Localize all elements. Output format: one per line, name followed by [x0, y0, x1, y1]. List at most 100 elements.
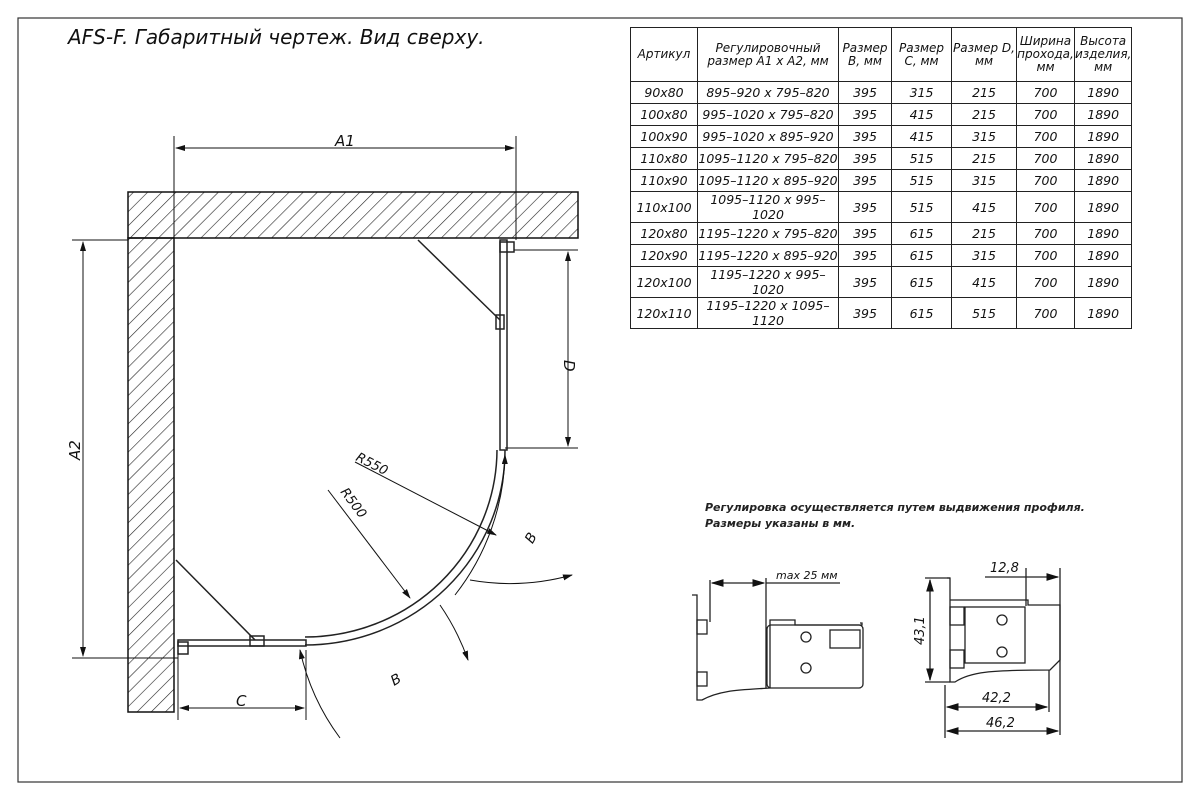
col-header: Размер D, мм: [951, 27, 1017, 82]
table-cell: 1095–1120 x 795–820: [697, 147, 839, 170]
table-cell: 1890: [1073, 191, 1133, 223]
table-cell: 700: [1016, 266, 1075, 298]
col-header: Регулировочный размер A1 x A2, мм: [697, 27, 839, 82]
dim-43-1-label: 43,1: [913, 616, 928, 645]
table-cell: 515: [951, 297, 1017, 329]
radius-550-label: R550: [353, 450, 390, 479]
table-cell: 110x100: [630, 191, 698, 223]
table-cell: 110x90: [630, 169, 698, 192]
table-cell: 215: [951, 81, 1017, 104]
table-cell: 315: [951, 169, 1017, 192]
table-cell: 515: [891, 147, 952, 170]
table-cell: 1890: [1073, 266, 1133, 298]
table-cell: 415: [891, 125, 952, 148]
col-header: Артикул: [630, 27, 698, 82]
dim-a2-label: A2: [66, 440, 84, 461]
sheet-frame: [17, 17, 1183, 783]
dim-b-label-right: B: [522, 530, 541, 546]
table-cell: 700: [1016, 103, 1075, 126]
table-cell: 110x80: [630, 147, 698, 170]
dim-46-2-label: 46,2: [986, 716, 1015, 731]
dim-b-label-bottom: B: [388, 671, 404, 690]
table-cell: 1890: [1073, 297, 1133, 329]
table-cell: 100x80: [630, 103, 698, 126]
sizes-table: Артикул Регулировочный размер A1 x A2, м…: [630, 27, 1133, 329]
table-cell: 1890: [1073, 125, 1133, 148]
table-cell: 395: [838, 125, 892, 148]
table-cell: 395: [838, 147, 892, 170]
dim-a1-label: A1: [334, 132, 355, 150]
drawing-title: AFS-F. Габаритный чертеж. Вид сверху.: [66, 25, 485, 49]
table-cell: 120x110: [630, 297, 698, 329]
table-cell: 515: [891, 169, 952, 192]
shower-enclosure: [175, 239, 515, 655]
table-cell: 1195–1220 x 1095–1120: [697, 297, 839, 329]
table-cell: 120x90: [630, 244, 698, 267]
table-cell: 700: [1016, 169, 1075, 192]
table-cell: 120x100: [630, 266, 698, 298]
table-cell: 315: [891, 81, 952, 104]
table-cell: 215: [951, 147, 1017, 170]
table-cell: 415: [951, 266, 1017, 298]
dim-42-2-label: 42,2: [982, 691, 1011, 706]
dimensions: [72, 136, 578, 739]
table-cell: 395: [838, 244, 892, 267]
table-cell: 120x80: [630, 222, 698, 245]
table-cell: 1195–1220 x 795–820: [697, 222, 839, 245]
table-cell: 1890: [1073, 147, 1133, 170]
table-cell: 1890: [1073, 222, 1133, 245]
table-header-row: Артикул Регулировочный размер A1 x A2, м…: [630, 27, 1133, 82]
dim-d-label: D: [560, 360, 578, 372]
notes: Регулировка осуществляется путем выдвиже…: [705, 500, 1085, 532]
table-cell: 1890: [1073, 103, 1133, 126]
table-cell: 1095–1120 x 995–1020: [697, 191, 839, 223]
table-cell: 895–920 x 795–820: [697, 81, 839, 104]
note-line: Регулировка осуществляется путем выдвиже…: [705, 501, 1085, 514]
col-header: Размер B, мм: [838, 27, 892, 82]
col-header: Ширина прохода, мм: [1016, 27, 1075, 82]
table-cell: 700: [1016, 244, 1075, 267]
table-cell: 215: [951, 222, 1017, 245]
table-cell: 995–1020 x 795–820: [697, 103, 839, 126]
table-cell: 995–1020 x 895–920: [697, 125, 839, 148]
table-cell: 700: [1016, 81, 1075, 104]
table-cell: 700: [1016, 191, 1075, 223]
profile-section-left: [692, 578, 864, 701]
table-cell: 615: [891, 266, 952, 298]
table-cell: 395: [838, 297, 892, 329]
table-cell: 700: [1016, 222, 1075, 245]
radius-500-label: R500: [337, 485, 369, 521]
table-cell: 700: [1016, 147, 1075, 170]
table-cell: 1890: [1073, 169, 1133, 192]
table-cell: 395: [838, 266, 892, 298]
table-cell: 515: [891, 191, 952, 223]
table-cell: 395: [838, 222, 892, 245]
table-cell: 615: [891, 297, 952, 329]
table-cell: 700: [1016, 125, 1075, 148]
table-cell: 315: [951, 125, 1017, 148]
table-cell: 315: [951, 244, 1017, 267]
col-header: Высота изделия, мм: [1073, 27, 1133, 82]
dim-c-label: C: [236, 692, 247, 710]
table-cell: 395: [838, 169, 892, 192]
table-cell: 90x80: [630, 81, 698, 104]
dim-12-8-label: 12,8: [990, 561, 1019, 576]
table-cell: 1890: [1073, 244, 1133, 267]
table-cell: 415: [891, 103, 952, 126]
max-25-label: max 25 мм: [776, 569, 838, 582]
table-cell: 1890: [1073, 81, 1133, 104]
table-cell: 615: [891, 244, 952, 267]
walls: [127, 191, 579, 713]
note-line: Размеры указаны в мм.: [705, 517, 856, 530]
